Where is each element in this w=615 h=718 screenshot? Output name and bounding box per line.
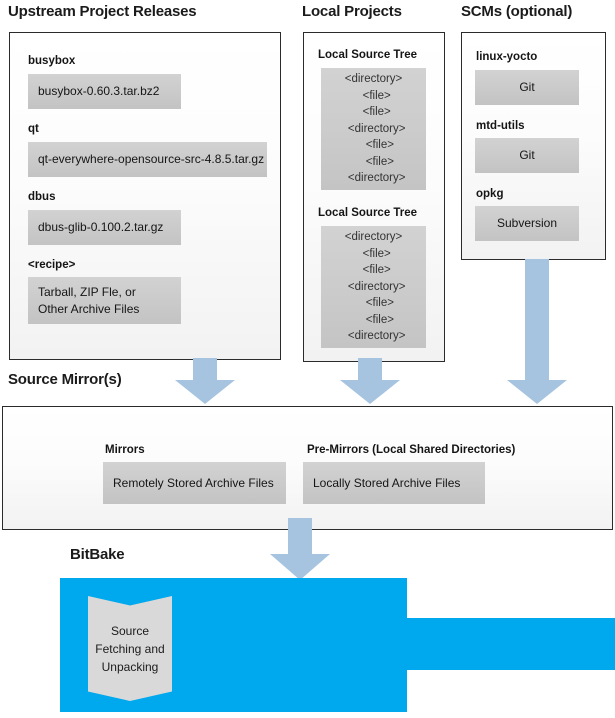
scms-section-title: SCMs (optional)	[461, 3, 573, 20]
tree-line: <directory>	[341, 172, 406, 185]
scms-item-value-mtd-utils: Git	[475, 138, 579, 173]
local-projects-section-title: Local Projects	[302, 3, 402, 20]
source-mirrors-item-value-pre-mirrors: Locally Stored Archive Files	[303, 462, 485, 504]
tree-line: <directory>	[344, 72, 403, 85]
upstream-item-value-recipe: Tarball, ZIP Fle, or Other Archive Files	[28, 277, 181, 324]
local-source-tree-label-2: Local Source Tree	[318, 207, 418, 219]
tree-line: <file>	[353, 313, 394, 326]
tree-line: <file>	[353, 297, 394, 310]
source-mirrors-section-title: Source Mirror(s)	[8, 371, 122, 388]
tree-line: <file>	[353, 155, 394, 168]
upstream-item-label-recipe: <recipe>	[28, 259, 76, 271]
bitbake-output-tail	[405, 618, 615, 670]
tree-line: <directory>	[344, 230, 403, 243]
local-source-tree-listing-2: <directory> <file> <file> <directory> <f…	[321, 226, 426, 348]
arrow-local-projects-to-mirrors	[340, 358, 400, 404]
tree-line: <file>	[356, 247, 391, 260]
upstream-section-title: Upstream Project Releases	[8, 3, 197, 20]
arrow-upstream-to-mirrors	[175, 358, 235, 404]
tree-line: <directory>	[341, 280, 406, 293]
scms-item-label-linux-yocto: linux-yocto	[476, 51, 538, 63]
upstream-item-label-dbus: dbus	[28, 191, 56, 203]
bitbake-task-source-fetching-and-unpacking: Source Fetching and Unpacking	[88, 596, 172, 701]
local-source-tree-listing-1: <directory> <file> <file> <directory> <f…	[321, 68, 426, 190]
source-mirrors-item-label-pre-mirrors: Pre-Mirrors (Local Shared Directories)	[307, 444, 516, 456]
local-source-tree-label-1: Local Source Tree	[318, 49, 418, 61]
upstream-item-value-qt: qt-everywhere-opensource-src-4.8.5.tar.g…	[28, 142, 267, 177]
arrow-mirrors-to-bitbake	[270, 518, 330, 580]
tree-line: <directory>	[341, 330, 406, 343]
source-mirrors-item-label-mirrors: Mirrors	[105, 444, 145, 456]
tree-line: <file>	[356, 106, 391, 119]
upstream-item-value-dbus: dbus-glib-0.100.2.tar.gz	[28, 210, 181, 245]
tree-line: <file>	[356, 89, 391, 102]
local-projects-panel: Local Source Tree <directory> <file> <fi…	[303, 32, 445, 362]
upstream-panel: busybox busybox-0.60.3.tar.bz2 qt qt-eve…	[9, 32, 281, 360]
scms-item-label-mtd-utils: mtd-utils	[476, 120, 525, 132]
source-mirrors-item-value-mirrors: Remotely Stored Archive Files	[103, 462, 286, 504]
source-mirrors-panel: Mirrors Remotely Stored Archive Files Pr…	[2, 406, 613, 530]
bitbake-section-title: BitBake	[70, 546, 125, 563]
upstream-item-label-busybox: busybox	[28, 55, 76, 67]
tree-line: <file>	[353, 139, 394, 152]
tree-line: <file>	[356, 264, 391, 277]
scms-item-value-linux-yocto: Git	[475, 70, 579, 105]
scms-item-value-opkg: Subversion	[475, 206, 579, 241]
scms-panel: linux-yocto Git mtd-utils Git opkg Subve…	[461, 32, 606, 260]
upstream-item-value-busybox: busybox-0.60.3.tar.bz2	[28, 74, 181, 109]
scms-item-label-opkg: opkg	[476, 188, 504, 200]
upstream-item-label-qt: qt	[28, 123, 39, 135]
arrow-scms-to-mirrors	[507, 259, 567, 404]
tree-line: <directory>	[341, 122, 406, 135]
